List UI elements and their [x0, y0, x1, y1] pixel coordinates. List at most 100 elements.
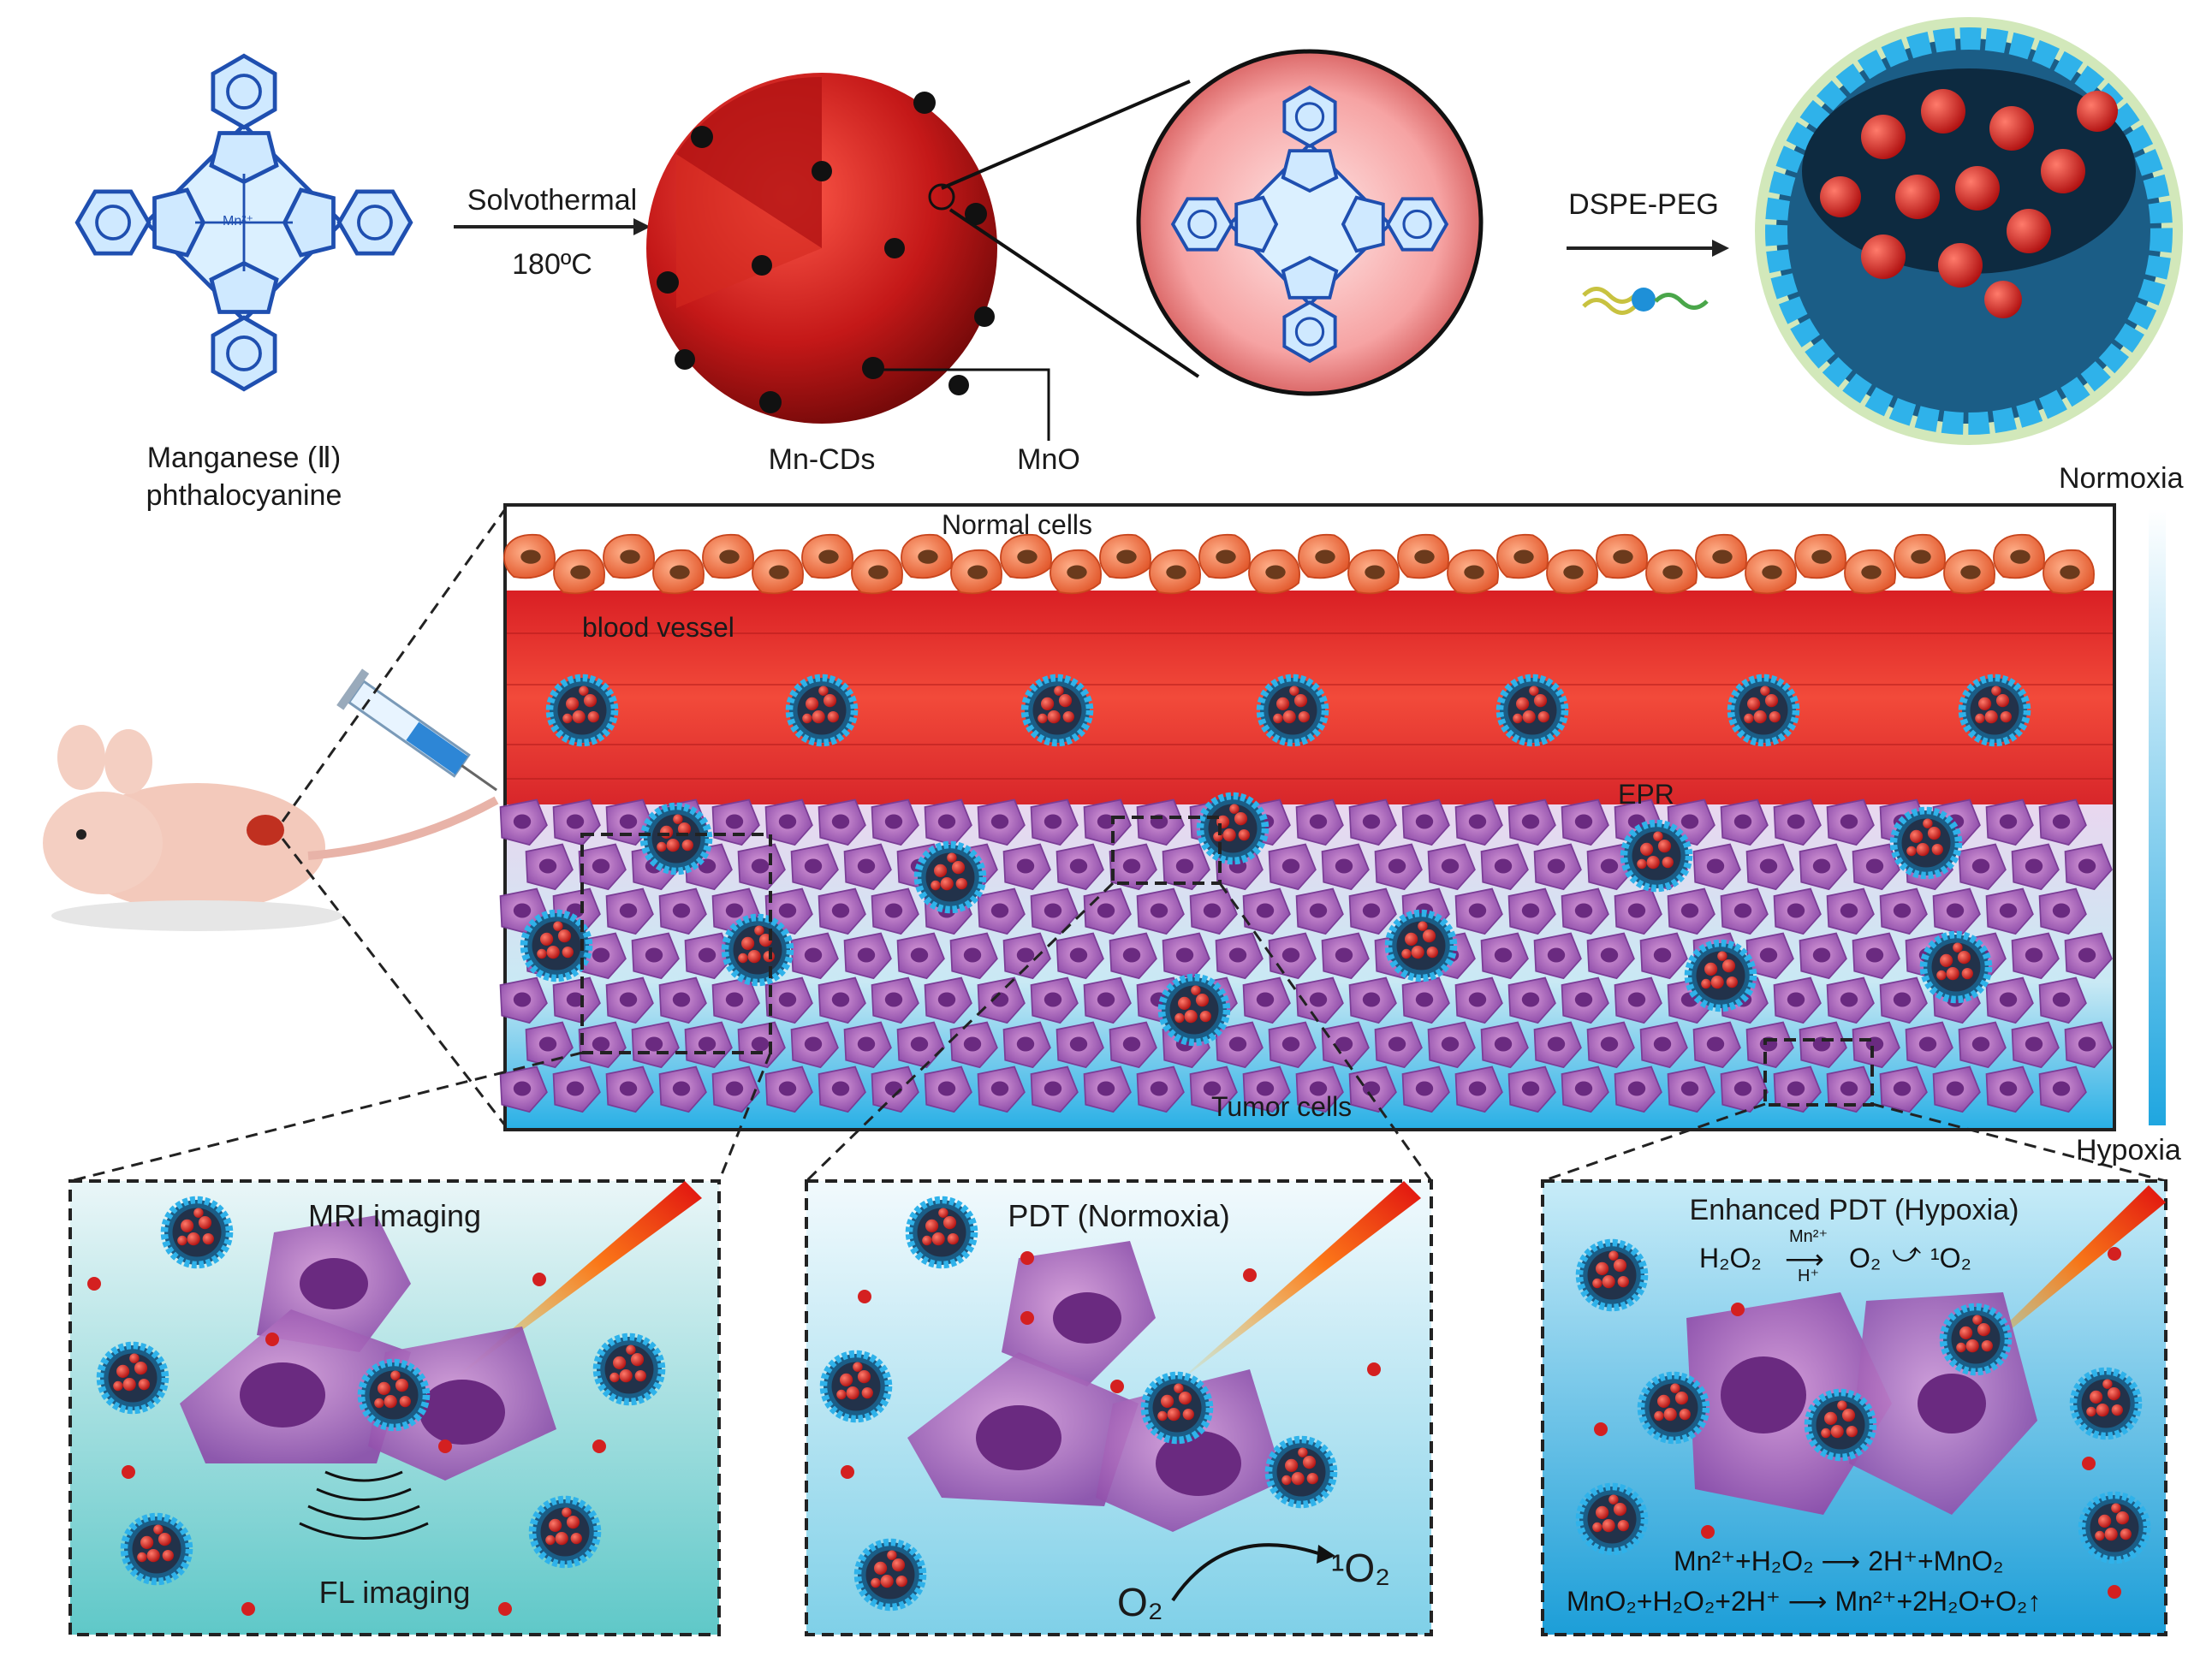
nanoparticle: [1731, 678, 1796, 743]
normal-cell: [1198, 533, 1251, 579]
syringe-icon: [336, 668, 497, 792]
enhanced-pdt-panel: [1541, 1179, 2167, 1636]
nanoparticle: [1025, 678, 1090, 743]
pdt-singlet-oxygen-label: ¹O₂: [1331, 1546, 1390, 1590]
mn-cd-sphere: [646, 73, 997, 424]
step1-temperature: 180ºC: [512, 248, 592, 281]
zoom-line-top: [941, 80, 1191, 190]
precursor-label-line2: phthalocyanine: [146, 479, 342, 512]
normal-cell: [1844, 549, 1896, 595]
nanoparticle: [1924, 935, 1989, 1000]
projection-lines: [69, 508, 2167, 1183]
enh-eq1-arrow: ⟶: [1785, 1244, 1824, 1274]
nanoparticle: [644, 806, 709, 871]
enh-eq2: Mn²⁺+H₂O₂ ⟶ 2H⁺+MnO₂: [1674, 1546, 2004, 1576]
normal-cell: [1496, 533, 1549, 579]
nanoparticle: [1260, 678, 1325, 743]
normal-cell: [503, 533, 556, 579]
nanoparticle: [789, 678, 854, 743]
enh-eq1-catalyst-bottom: H⁺: [1798, 1267, 1819, 1285]
normal-cell: [702, 533, 754, 579]
normal-cell: [652, 549, 705, 595]
normal-cell: [1993, 533, 2045, 579]
nanoparticle: [1388, 913, 1454, 978]
normal-cell: [1546, 549, 1598, 595]
oxygen-gradient-bar: [2149, 509, 2166, 1125]
normal-cell: [950, 549, 1002, 595]
mno-pointer: [873, 368, 1050, 441]
enh-eq1-arrow2: ⤻: [1892, 1237, 1922, 1267]
enh-eq1-right: ¹O₂: [1930, 1243, 1971, 1273]
nanoparticle: [1962, 678, 2027, 743]
blood-vessel-label: blood vessel: [582, 612, 734, 643]
normal-cell: [1596, 533, 1648, 579]
dspe-peg-nanoparticle: [1755, 17, 2183, 445]
normal-cell: [1248, 549, 1300, 595]
nanoparticle: [524, 913, 589, 978]
normal-cell: [1050, 549, 1102, 595]
mn-center-label: Mn²⁺: [223, 214, 253, 229]
mn-cds-label: Mn-CDs: [768, 443, 876, 476]
hypoxia-label: Hypoxia: [2076, 1134, 2181, 1166]
nanoparticle: [550, 678, 615, 743]
normal-cell: [1943, 549, 1995, 595]
normal-cells-label: Normal cells: [942, 509, 1093, 540]
zoom-circle: [1136, 49, 1484, 396]
normal-cell: [752, 549, 804, 595]
mouse-image: [43, 725, 499, 931]
normal-cell: [1149, 549, 1201, 595]
enh-eq3: MnO₂+H₂O₂+2H⁺ ⟶ Mn²⁺+2H₂O+O₂↑: [1567, 1586, 2042, 1617]
mno-label: MnO: [1017, 443, 1080, 476]
normal-cell: [1298, 533, 1350, 579]
normal-cell: [1447, 549, 1499, 595]
nanoparticle: [1894, 810, 1959, 876]
fl-imaging-label: FL imaging: [318, 1575, 471, 1610]
tumor-cells-label: Tumor cells: [1211, 1091, 1353, 1122]
mri-panel: [68, 1179, 721, 1636]
normal-cell: [1794, 533, 1846, 579]
pdt-panel-title: PDT (Normoxia): [1008, 1198, 1230, 1233]
dspe-peg-molecule-icon: [1582, 287, 1709, 315]
nanoparticle: [1500, 678, 1565, 743]
nanoparticle: [1200, 796, 1265, 861]
nanoparticle: [1624, 823, 1689, 888]
normal-cell: [1894, 533, 1946, 579]
mn-phthalocyanine-structure: [77, 56, 411, 389]
enh-eq1-left: H₂O₂: [1699, 1243, 1762, 1273]
precursor-label-line1: Manganese (Ⅱ): [146, 442, 342, 474]
normal-cell: [851, 549, 903, 595]
normal-cell: [801, 533, 853, 579]
enhanced-pdt-title: Enhanced PDT (Hypoxia): [1689, 1194, 2019, 1226]
normal-cell: [901, 533, 953, 579]
enh-eq1-catalyst-top: Mn²⁺: [1789, 1227, 1828, 1246]
normal-cell: [1745, 549, 1797, 595]
pdt-normoxia-panel: [805, 1179, 1433, 1636]
dspe-peg-arrow: [1567, 240, 1729, 257]
mri-panel-title: MRI imaging: [307, 1198, 482, 1233]
pdt-o2-label: O₂: [1117, 1580, 1163, 1624]
epr-label: EPR: [1618, 779, 1674, 810]
normal-cell: [1000, 533, 1052, 579]
nanoparticle: [725, 917, 790, 982]
enh-eq1-mid: O₂: [1849, 1243, 1882, 1273]
tissue-block: [499, 503, 2116, 1131]
normal-cell: [553, 549, 605, 595]
nanoparticle: [918, 845, 983, 910]
normal-cell: [2043, 549, 2095, 595]
selection-box-enhanced: [1763, 1038, 1874, 1107]
normal-cell: [1695, 533, 1747, 579]
selection-box-pdt: [1111, 816, 1222, 885]
normal-cell: [1347, 549, 1400, 595]
normal-cell: [1397, 533, 1449, 579]
nanoparticle: [1162, 977, 1227, 1042]
nanoparticle: [1688, 943, 1753, 1008]
normal-cell: [603, 533, 655, 579]
step2-label: DSPE-PEG: [1568, 188, 1719, 221]
step1-label: Solvothermal: [467, 184, 638, 217]
solvothermal-arrow: [454, 218, 651, 235]
normal-cell: [1099, 533, 1151, 579]
selection-box-mri: [580, 833, 772, 1054]
normal-cell: [1645, 549, 1698, 595]
zoom-line-bottom: [948, 208, 1200, 378]
